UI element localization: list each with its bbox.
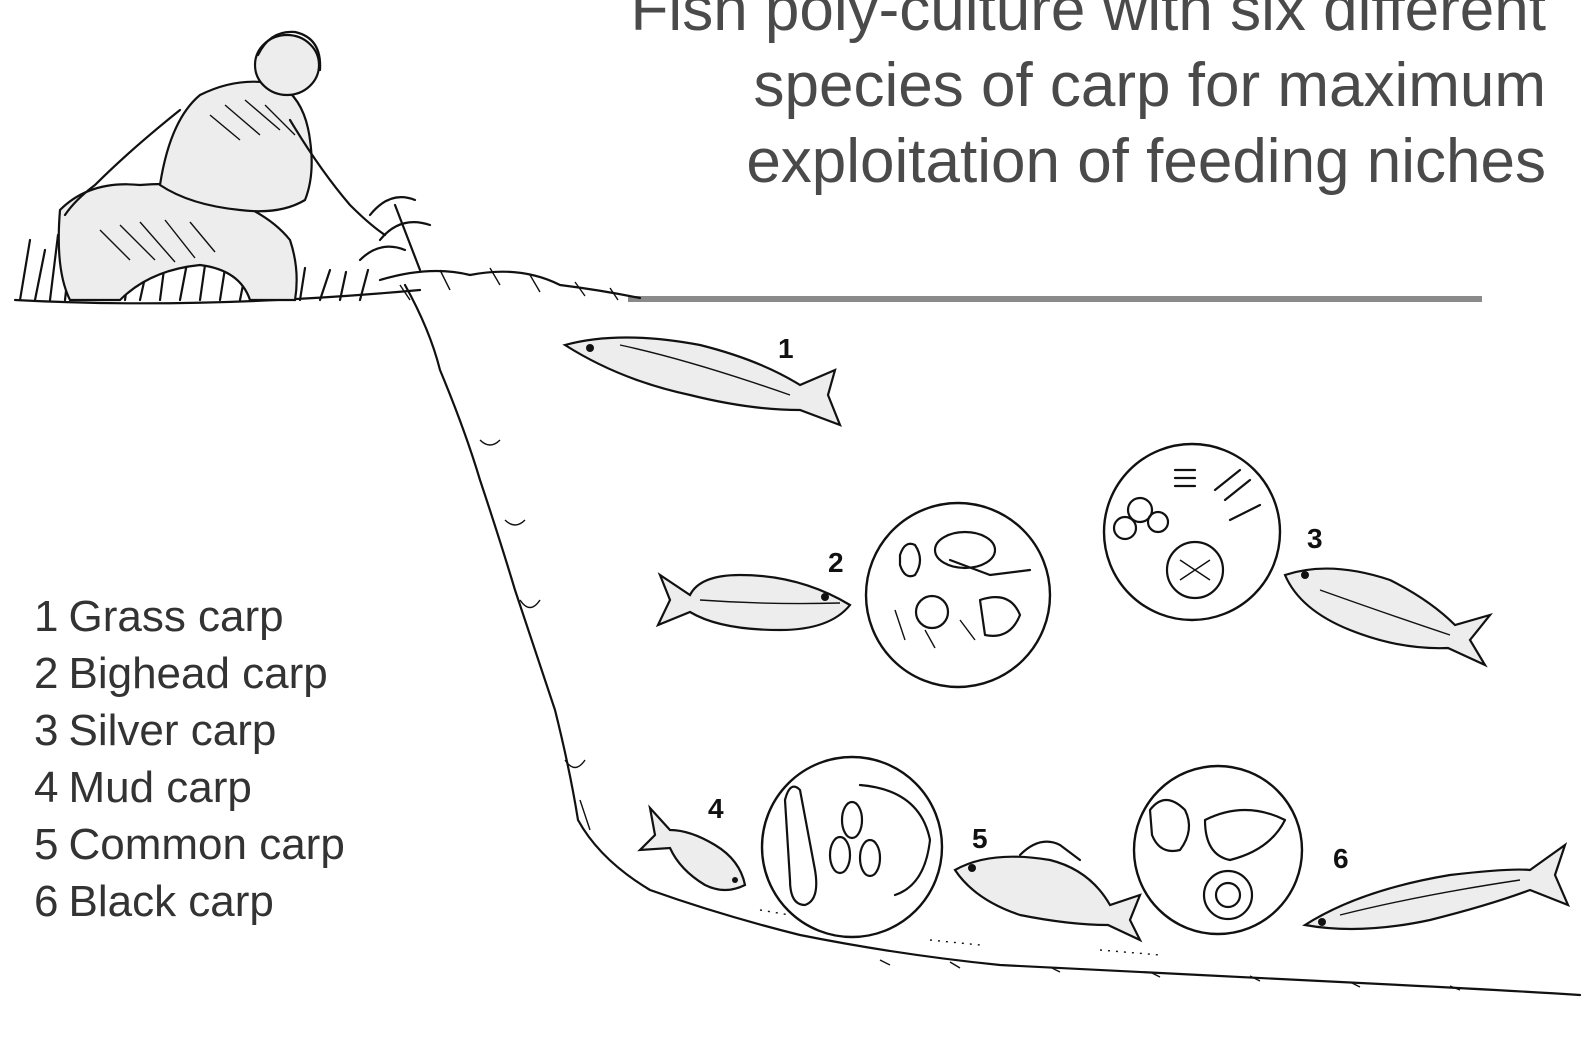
silver-food-circle <box>1104 444 1280 620</box>
fish-number-5: 5 <box>972 823 988 854</box>
mud-food-circle <box>762 757 942 937</box>
legend-item-5: 5Common carp <box>34 816 345 873</box>
legend-item-1: 1Grass carp <box>34 588 345 645</box>
fish-common-carp <box>955 842 1140 940</box>
legend-item-6: 6Black carp <box>34 873 345 930</box>
fish-grass-carp <box>565 338 840 426</box>
bighead-food-circle <box>866 503 1050 687</box>
fish-number-4: 4 <box>708 793 724 824</box>
legend-item-3: 3Silver carp <box>34 702 345 759</box>
legend-item-2: 2Bighead carp <box>34 645 345 702</box>
species-legend: 1Grass carp 2Bighead carp 3Silver carp 4… <box>34 588 345 930</box>
fish-number-1: 1 <box>778 333 794 364</box>
legend-item-4: 4Mud carp <box>34 759 345 816</box>
fish-mud-carp <box>640 808 745 890</box>
farmer-illustration <box>15 32 640 303</box>
fish-bighead-carp <box>658 575 850 630</box>
black-food-circle <box>1134 766 1302 934</box>
fish-silver-carp <box>1285 569 1490 665</box>
fish-number-6: 6 <box>1333 843 1349 874</box>
fish-number-3: 3 <box>1307 523 1323 554</box>
fish-number-2: 2 <box>828 547 844 578</box>
